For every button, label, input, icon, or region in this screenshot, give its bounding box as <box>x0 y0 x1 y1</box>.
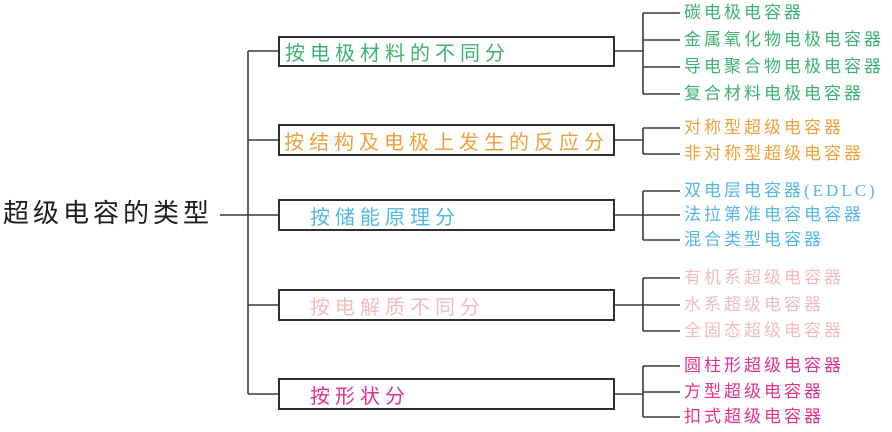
category-label: 按储能原理分 <box>310 206 460 229</box>
category-box-structure-reaction: 按结构及电极上发生的反应分 <box>278 124 615 156</box>
category-label: 按电解质不同分 <box>310 296 485 319</box>
leaf-label: 混合类型电容器 <box>684 230 824 249</box>
category-label: 按结构及电极上发生的反应分 <box>284 131 609 154</box>
leaf-label: 方型超级电容器 <box>684 382 824 401</box>
leaf-label: 复合材料电极电容器 <box>684 84 864 103</box>
category-box-electrolyte: 按电解质不同分 <box>278 289 615 321</box>
leaf-label: 圆柱形超级电容器 <box>684 356 844 375</box>
category-box-shape: 按形状分 <box>278 378 615 410</box>
leaf-label: 有机系超级电容器 <box>684 268 844 287</box>
connector-path <box>220 12 680 418</box>
root-label: 超级电容的类型 <box>3 199 214 228</box>
leaf-label: 碳电极电容器 <box>684 3 804 22</box>
leaf-label: 扣式超级电容器 <box>684 407 824 426</box>
leaf-label: 金属氧化物电极电容器 <box>684 30 884 49</box>
leaf-label: 水系超级电容器 <box>684 295 824 314</box>
leaf-label: 双电层电容器(EDLC) <box>684 181 878 200</box>
category-label: 按形状分 <box>310 385 410 408</box>
category-box-electrode-material: 按电极材料的不同分 <box>278 36 615 67</box>
leaf-label: 非对称型超级电容器 <box>684 144 864 163</box>
leaf-label: 导电聚合物电极电容器 <box>684 57 884 76</box>
leaf-label: 全固态超级电容器 <box>684 321 844 340</box>
category-box-energy-storage-principle: 按储能原理分 <box>278 199 615 231</box>
leaf-label: 法拉第准电容电容器 <box>684 205 864 224</box>
category-label: 按电极材料的不同分 <box>285 43 510 65</box>
leaf-label: 对称型超级电容器 <box>684 118 844 137</box>
